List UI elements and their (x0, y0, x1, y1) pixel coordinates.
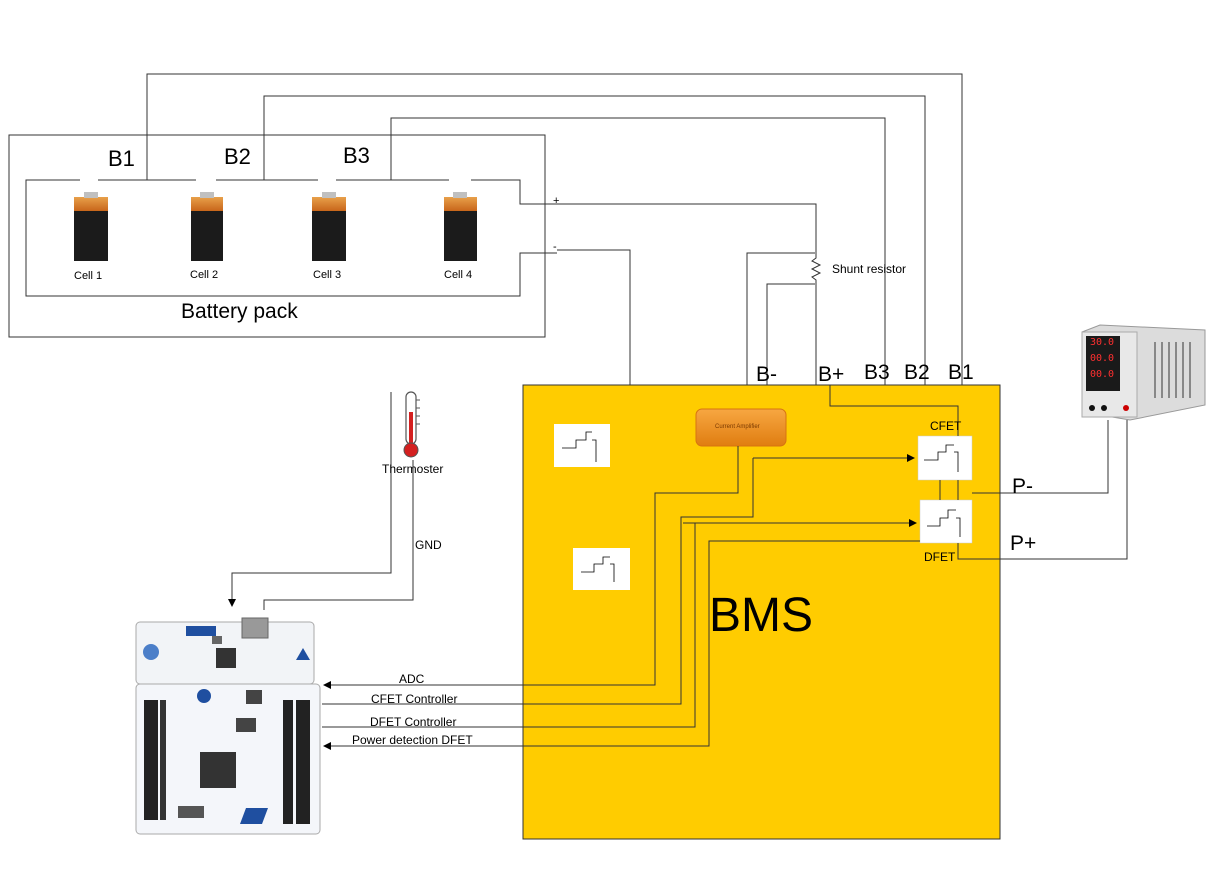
bms-terminal-b-plus: B+ (818, 363, 845, 386)
battery-pack-box (8, 134, 546, 338)
cell-3-label: Cell 3 (313, 269, 342, 281)
cell-3-battery (312, 192, 346, 261)
shunt-resistor-label: Shunt resistor (832, 262, 907, 276)
cfet-label: CFET (930, 419, 962, 433)
cell-1-battery (74, 192, 108, 261)
cell-2-battery (191, 192, 223, 261)
pack-inner-wiring (25, 179, 557, 297)
battery-pack-title: Battery pack (181, 300, 298, 323)
signal-adc-label: ADC (399, 672, 425, 686)
thermistor-wires (228, 392, 414, 610)
tap-label-b3: B3 (343, 143, 370, 168)
pack-minus-terminal: - (553, 241, 557, 253)
psu-readout-1: 30.0 (1090, 337, 1115, 348)
bms-terminal-b2: B2 (904, 361, 930, 384)
power-supply (1081, 324, 1206, 421)
thermistor-symbol (403, 391, 420, 458)
bms-fet-block-left-1 (554, 424, 610, 467)
cell-2-label: Cell 2 (190, 269, 219, 281)
psu-readout-3: 00.0 (1090, 369, 1115, 380)
fet-symbols (562, 431, 961, 582)
cell-4-label: Cell 4 (444, 269, 473, 281)
cfet-block (917, 435, 973, 481)
signal-wires (322, 446, 920, 750)
signal-cfet-controller-label: CFET Controller (371, 692, 458, 706)
bms-title: BMS (709, 589, 814, 642)
dfet-block (919, 499, 973, 544)
output-p-minus: P- (1012, 475, 1033, 498)
current-amplifier-label: Current Amplifier (715, 424, 760, 430)
thermistor-label: Thermoster (382, 462, 444, 476)
tap-wires (146, 73, 963, 410)
cell-4-battery (444, 192, 477, 261)
dfet-label: DFET (924, 550, 956, 564)
shunt-resistor-symbol (810, 252, 822, 286)
bms-terminal-b1: B1 (948, 361, 974, 384)
output-p-plus: P+ (1010, 532, 1037, 555)
stm32-nucleo-board (135, 617, 321, 835)
cell-1-label: Cell 1 (74, 270, 103, 282)
tap-label-b2: B2 (224, 144, 251, 169)
current-amplifier-block (695, 408, 787, 447)
gnd-label: GND (415, 538, 442, 552)
tap-label-b1: B1 (108, 146, 135, 171)
bms-internal-wiring (683, 385, 1128, 560)
bms-terminal-b-minus: B- (756, 363, 777, 386)
bms-fet-block-left-2 (573, 548, 630, 590)
signal-power-detection-label: Power detection DFET (352, 733, 473, 747)
psu-readout-2: 00.0 (1090, 353, 1115, 364)
pack-plus-terminal: + (553, 195, 560, 207)
bms-terminal-b3: B3 (864, 361, 890, 384)
signal-dfet-controller-label: DFET Controller (370, 715, 457, 729)
